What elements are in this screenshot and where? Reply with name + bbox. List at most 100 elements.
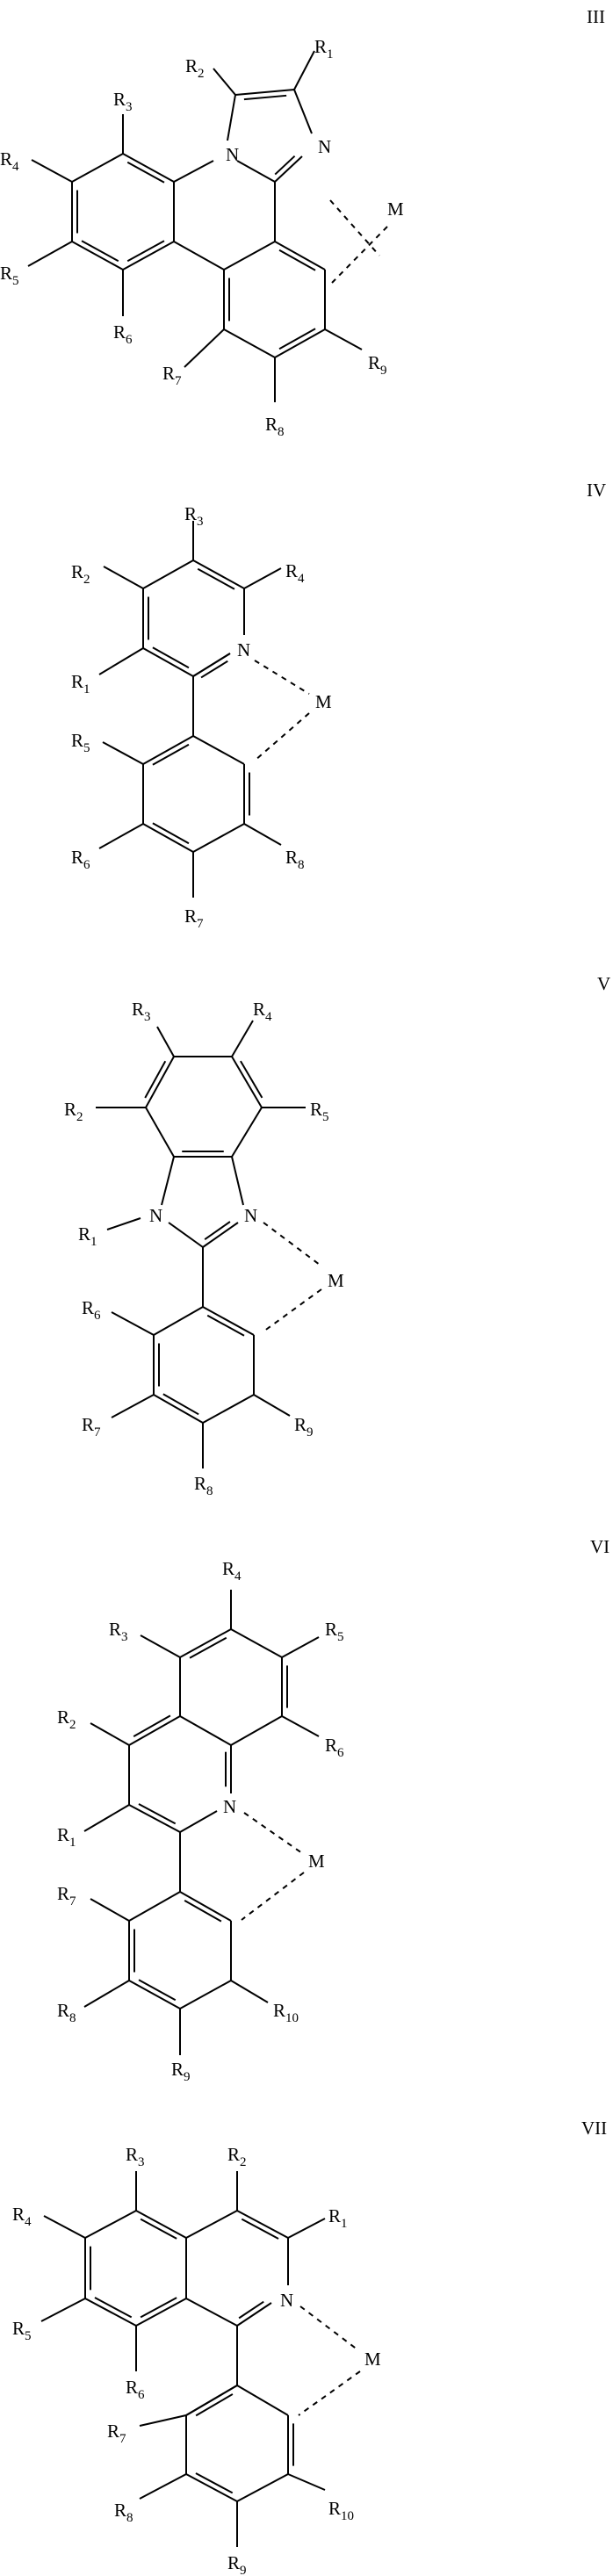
formula-number-VI: VI — [590, 1536, 609, 1557]
formula-number-III: III — [587, 6, 605, 27]
double-bond — [192, 653, 231, 677]
double-bond-inner — [152, 822, 190, 845]
double-bond-inner — [140, 2218, 177, 2240]
single-bond — [236, 160, 276, 183]
double-bond-inner — [133, 1714, 171, 1738]
single-bond — [128, 1891, 181, 1922]
double-bond-inner — [94, 2297, 133, 2319]
single-bond — [98, 647, 144, 675]
substituent-label-r6: R6 — [113, 321, 133, 347]
single-bond — [231, 1020, 254, 1057]
double-bond-inner — [126, 240, 165, 263]
double-bond-inner — [195, 2393, 234, 2417]
double-bond-inner — [243, 94, 287, 101]
single-bond — [111, 1394, 155, 1418]
single-bond — [98, 823, 144, 849]
double-bond-inner — [278, 249, 316, 271]
substituent-label-r8: R8 — [194, 1473, 213, 1498]
double-bond — [179, 1628, 232, 1658]
substituent-label-r6: R6 — [82, 1297, 101, 1323]
single-bond — [106, 1217, 141, 1230]
substituent-label-r7: R7 — [107, 2421, 126, 2446]
substituent-label-r4: R4 — [222, 1558, 242, 1584]
single-bond — [173, 241, 225, 271]
substituent-label-r2: R2 — [71, 561, 90, 587]
single-bond — [243, 823, 282, 846]
substituent-label-r10: R10 — [273, 2000, 299, 2025]
substituent-label-r1: R1 — [328, 2205, 348, 2231]
single-bond — [213, 68, 236, 96]
single-bond — [90, 1898, 130, 1922]
single-bond — [202, 1394, 255, 1424]
double-bond-inner — [278, 328, 316, 350]
double-bond-inner — [144, 1060, 167, 1099]
single-bond — [83, 1980, 130, 2008]
single-bond — [243, 567, 282, 589]
coordination-bond — [299, 2305, 359, 2351]
single-bond — [168, 1222, 204, 1248]
substituent-label-r9: R9 — [294, 1414, 314, 1440]
single-bond — [230, 1980, 269, 2003]
substituent-label-r8: R8 — [285, 847, 305, 872]
double-bond-inner — [240, 1060, 263, 1099]
double-bond-inner — [200, 660, 228, 679]
single-bond — [140, 1634, 181, 1658]
single-bond — [161, 1156, 175, 1206]
substituent-label-r5: R5 — [325, 1619, 344, 1644]
substituent-label-r1: R1 — [57, 1824, 76, 1850]
substituent-label-r6: R6 — [126, 2377, 145, 2402]
substituent-label-r1: R1 — [71, 671, 90, 696]
single-bond — [231, 1156, 244, 1206]
single-bond — [139, 2414, 187, 2427]
substituent-label-r9: R9 — [368, 352, 387, 378]
single-bond — [184, 328, 225, 368]
single-bond — [27, 241, 73, 267]
metal-label: M — [328, 1270, 344, 1291]
single-bond — [236, 2385, 289, 2416]
double-bond — [185, 2473, 238, 2502]
nitrogen-atom-label: N — [237, 639, 250, 660]
coordination-bond — [263, 1222, 321, 1266]
double-bond-inner — [81, 240, 119, 263]
double-bond — [185, 2385, 238, 2416]
double-bond-inner — [126, 161, 165, 184]
substituent-label-r1: R1 — [78, 1223, 97, 1249]
metal-label: M — [364, 2349, 381, 2370]
single-bond — [156, 1026, 175, 1057]
substituent-label-r6: R6 — [71, 847, 90, 872]
single-bond — [153, 1306, 204, 1336]
single-bond — [281, 1636, 320, 1658]
metal-label: M — [387, 198, 404, 220]
double-bond — [135, 2298, 187, 2327]
double-bond — [142, 647, 194, 677]
double-bond — [128, 1715, 181, 1746]
double-bond — [145, 1056, 175, 1108]
single-bond — [83, 1804, 130, 1832]
single-bond — [179, 1715, 232, 1746]
coordination-bond — [298, 2370, 361, 2416]
single-bond — [71, 153, 124, 183]
single-bond — [90, 1722, 130, 1746]
single-bond — [43, 2215, 86, 2239]
single-bond — [145, 1107, 175, 1158]
single-bond — [223, 241, 276, 271]
substituent-label-r5: R5 — [0, 263, 19, 288]
coordination-bond — [331, 226, 388, 284]
metal-label: M — [315, 691, 332, 712]
substituent-label-r10: R10 — [328, 2498, 354, 2523]
formula-number-V: V — [597, 973, 610, 994]
single-bond — [287, 2473, 326, 2491]
double-bond — [135, 2210, 187, 2239]
nitrogen-atom-label: N — [149, 1205, 162, 1226]
substituent-label-r5: R5 — [71, 730, 90, 755]
double-bond — [122, 153, 175, 183]
double-bond — [234, 89, 295, 96]
single-bond — [236, 2473, 289, 2502]
double-bond — [274, 155, 303, 183]
substituent-label-r1: R1 — [314, 36, 334, 61]
nitrogen-atom-label: N — [280, 2290, 293, 2311]
formula-number-IV: IV — [587, 480, 606, 501]
